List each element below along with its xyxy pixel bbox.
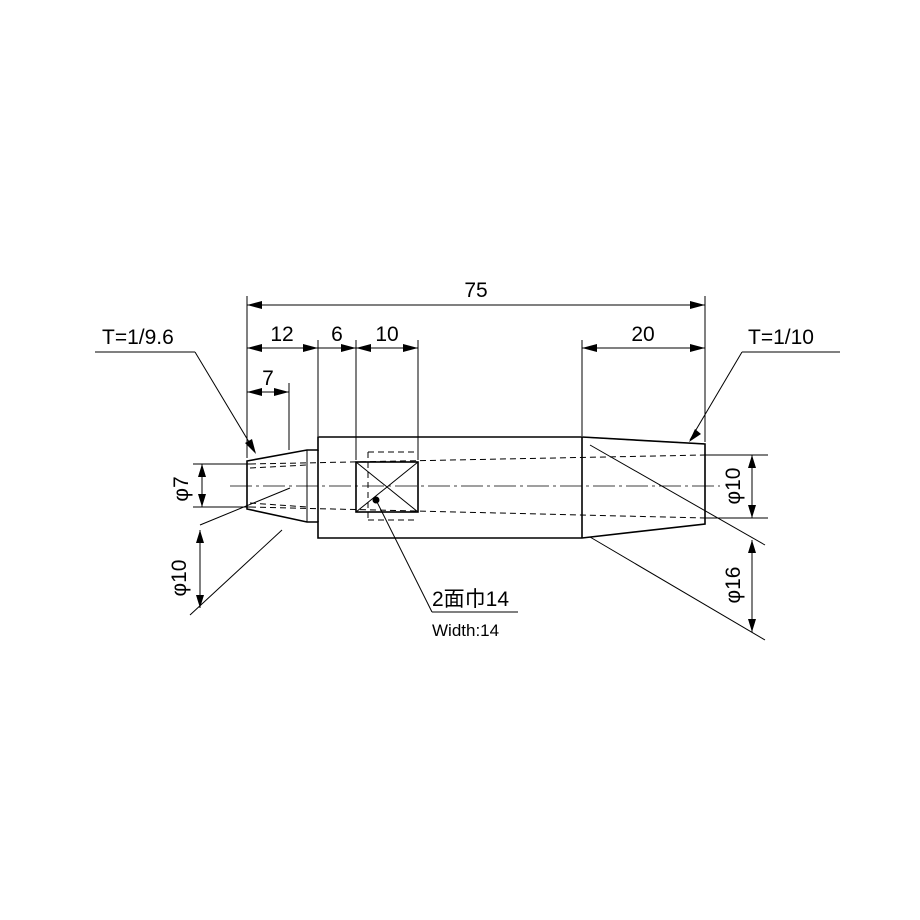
- ext-phi16-bottom: [589, 536, 766, 641]
- dim-phi10l-label: φ10: [168, 560, 191, 597]
- arrow: [274, 388, 289, 396]
- dim-10-label: 10: [375, 323, 398, 346]
- arrow: [247, 388, 262, 396]
- arrow: [196, 595, 204, 608]
- arrow: [748, 505, 756, 518]
- dim-phi7-label: φ7: [170, 476, 193, 501]
- dim-phi16-label: φ16: [722, 567, 745, 604]
- flat-note-jp: 2面巾14: [432, 588, 509, 611]
- taper-left-label: T=1/9.6: [102, 326, 174, 349]
- taper-right-leader: [689, 351, 743, 441]
- arrow: [748, 455, 756, 468]
- horizontal-dimensions: 75 12 6 10 7 20: [247, 279, 705, 396]
- flat-cross-b: [355, 461, 419, 513]
- ext-phi16-top: [589, 444, 766, 546]
- arrow: [198, 464, 206, 477]
- ext-phi10l-bottom: [189, 529, 283, 616]
- arrow: [748, 619, 756, 632]
- dim-12-label: 12: [270, 323, 293, 346]
- extension-lines: [193, 296, 768, 519]
- dim-7-label: 7: [262, 367, 274, 390]
- dim-20-label: 20: [631, 323, 654, 346]
- taper-left-leader: [194, 351, 256, 453]
- arrow: [245, 439, 256, 454]
- arrow: [247, 344, 262, 352]
- arrow: [690, 344, 705, 352]
- arrow: [403, 344, 418, 352]
- dim-phi10r-label: φ10: [722, 468, 745, 505]
- tip-bore-top: [249, 464, 308, 469]
- arrow: [198, 494, 206, 507]
- dim-75-label: 75: [464, 279, 487, 302]
- bore-bottom-hidden: [249, 506, 706, 519]
- flat-note-leader: [375, 499, 433, 613]
- tip-bore-bottom: [249, 502, 308, 508]
- flat-note-en: Width:14: [432, 621, 499, 640]
- dim-6-label: 6: [331, 323, 343, 346]
- arrow: [356, 344, 371, 352]
- bore-top-hidden: [249, 454, 706, 465]
- taper-edge-top: [581, 436, 706, 445]
- body-outline: [246, 436, 706, 539]
- taper-callouts: T=1/9.6 T=1/10: [95, 326, 840, 454]
- taper-right-label: T=1/10: [748, 326, 814, 349]
- arrow: [690, 301, 705, 309]
- wrench-flat: [355, 461, 419, 513]
- arrow: [341, 344, 356, 352]
- ext-phi10l-top: [199, 487, 291, 526]
- arrow: [247, 301, 262, 309]
- part-outline: [246, 436, 706, 539]
- arrow: [582, 344, 597, 352]
- arrow: [196, 530, 204, 543]
- diameter-dimensions: φ7 φ10 φ10 φ16: [168, 444, 766, 641]
- arrow: [303, 344, 318, 352]
- flat-note: 2面巾14 Width:14: [375, 499, 518, 640]
- arrow: [748, 540, 756, 553]
- flat-square: [355, 461, 419, 513]
- arrow: [689, 429, 701, 442]
